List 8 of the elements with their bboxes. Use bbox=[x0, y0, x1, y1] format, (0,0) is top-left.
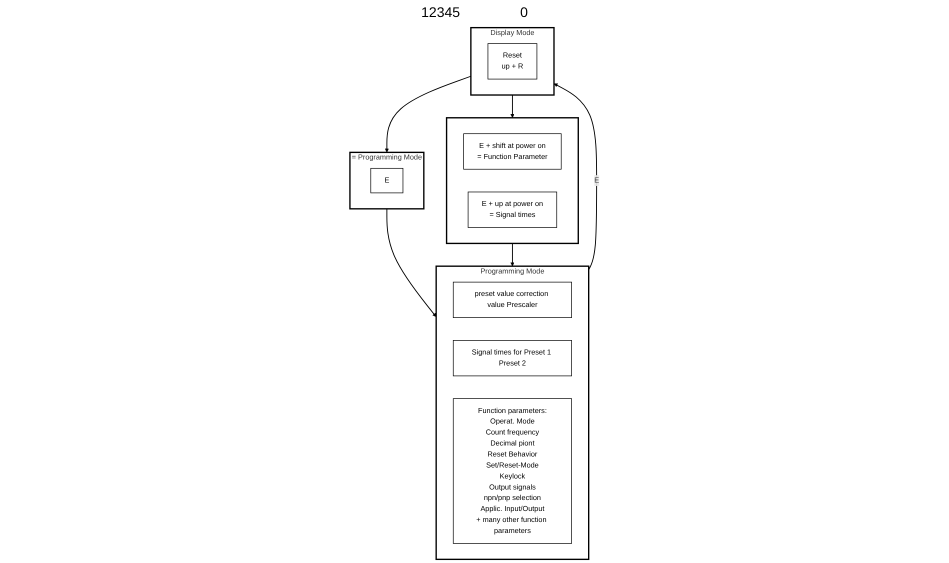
arrow bbox=[554, 83, 598, 270]
arrow bbox=[510, 242, 514, 266]
arrow bbox=[386, 208, 436, 318]
value-label: 0 bbox=[520, 4, 528, 20]
arrow bbox=[510, 94, 514, 118]
value-label: 12345 bbox=[421, 4, 460, 20]
cluster bbox=[446, 117, 579, 244]
arrow bbox=[384, 76, 472, 153]
